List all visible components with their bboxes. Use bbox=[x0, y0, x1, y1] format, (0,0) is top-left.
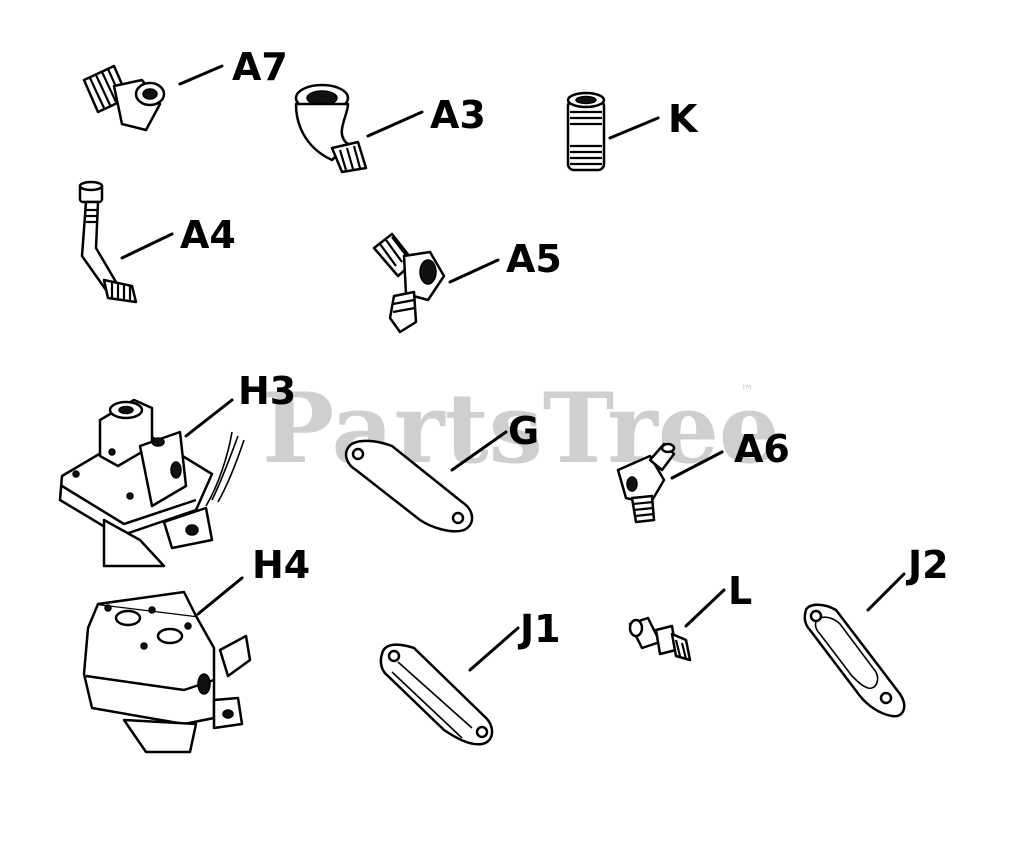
part-a5-elbow-fitting[interactable] bbox=[372, 232, 446, 334]
leader-line-l bbox=[684, 588, 726, 628]
callout-l: L bbox=[728, 569, 752, 613]
part-j1-gasket[interactable] bbox=[379, 643, 494, 746]
watermark-trademark: ™ bbox=[740, 383, 754, 399]
part-h3-fuel-pump[interactable] bbox=[58, 398, 245, 568]
leader-line-a3 bbox=[366, 110, 424, 138]
callout-a7: A7 bbox=[232, 45, 288, 89]
callout-j1: J1 bbox=[517, 607, 561, 651]
leader-line-a4 bbox=[120, 232, 174, 260]
part-h4-fuel-pump[interactable] bbox=[82, 590, 252, 754]
callout-k: K bbox=[668, 97, 699, 141]
part-g-gasket[interactable] bbox=[344, 439, 474, 533]
callout-h4: H4 bbox=[252, 543, 310, 587]
part-a4-elbow-compression[interactable] bbox=[78, 180, 138, 304]
part-a7-elbow-fitting[interactable] bbox=[82, 64, 166, 132]
leader-line-h4 bbox=[196, 576, 244, 616]
leader-line-a6 bbox=[670, 450, 724, 480]
callout-g: G bbox=[508, 409, 539, 453]
part-j2-gasket[interactable] bbox=[803, 603, 906, 718]
callout-a4: A4 bbox=[180, 213, 236, 257]
leader-line-a5 bbox=[448, 258, 500, 284]
callout-a6: A6 bbox=[734, 427, 790, 471]
part-a6-tee-fitting[interactable] bbox=[616, 442, 676, 524]
leader-line-h3 bbox=[184, 398, 234, 438]
part-l-barb-fitting[interactable] bbox=[628, 616, 692, 662]
leader-line-g bbox=[450, 430, 508, 472]
callout-a5: A5 bbox=[506, 237, 562, 281]
callout-a3: A3 bbox=[430, 93, 486, 137]
leader-line-j2 bbox=[866, 572, 906, 612]
part-a3-street-elbow[interactable] bbox=[294, 83, 368, 174]
callout-h3: H3 bbox=[238, 369, 296, 413]
callout-j2: J2 bbox=[905, 543, 949, 587]
leader-line-k bbox=[608, 116, 660, 140]
part-k-pipe-nipple[interactable] bbox=[566, 91, 606, 172]
leader-line-a7 bbox=[178, 64, 224, 86]
leader-line-j1 bbox=[468, 626, 520, 672]
